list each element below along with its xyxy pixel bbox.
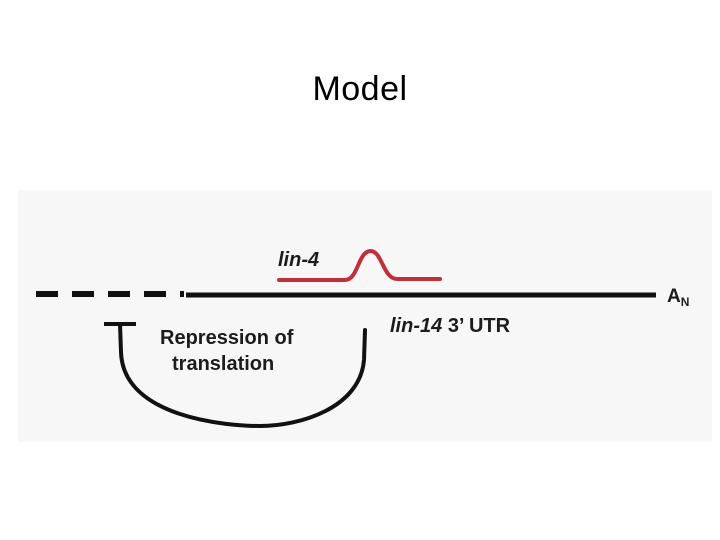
repression-line-2: translation <box>172 353 275 375</box>
utr-label: lin-14 3’ UTR <box>390 316 510 336</box>
slide-title: Model <box>312 70 408 108</box>
utr-suffix: 3’ UTR <box>447 315 511 337</box>
inhibition-arc <box>118 322 367 429</box>
repression-line-1: Repression of <box>160 327 294 349</box>
repression-label: Repression of translation <box>160 325 293 377</box>
polya-tail-label: AN <box>667 287 689 308</box>
polya-base: A <box>667 286 681 307</box>
utr-gene-name: lin-14 <box>390 315 443 337</box>
mirna-label: lin-4 <box>278 249 320 271</box>
mirna-strand <box>277 249 442 282</box>
figure-panel <box>18 190 712 442</box>
polya-subscript: N <box>680 295 690 309</box>
